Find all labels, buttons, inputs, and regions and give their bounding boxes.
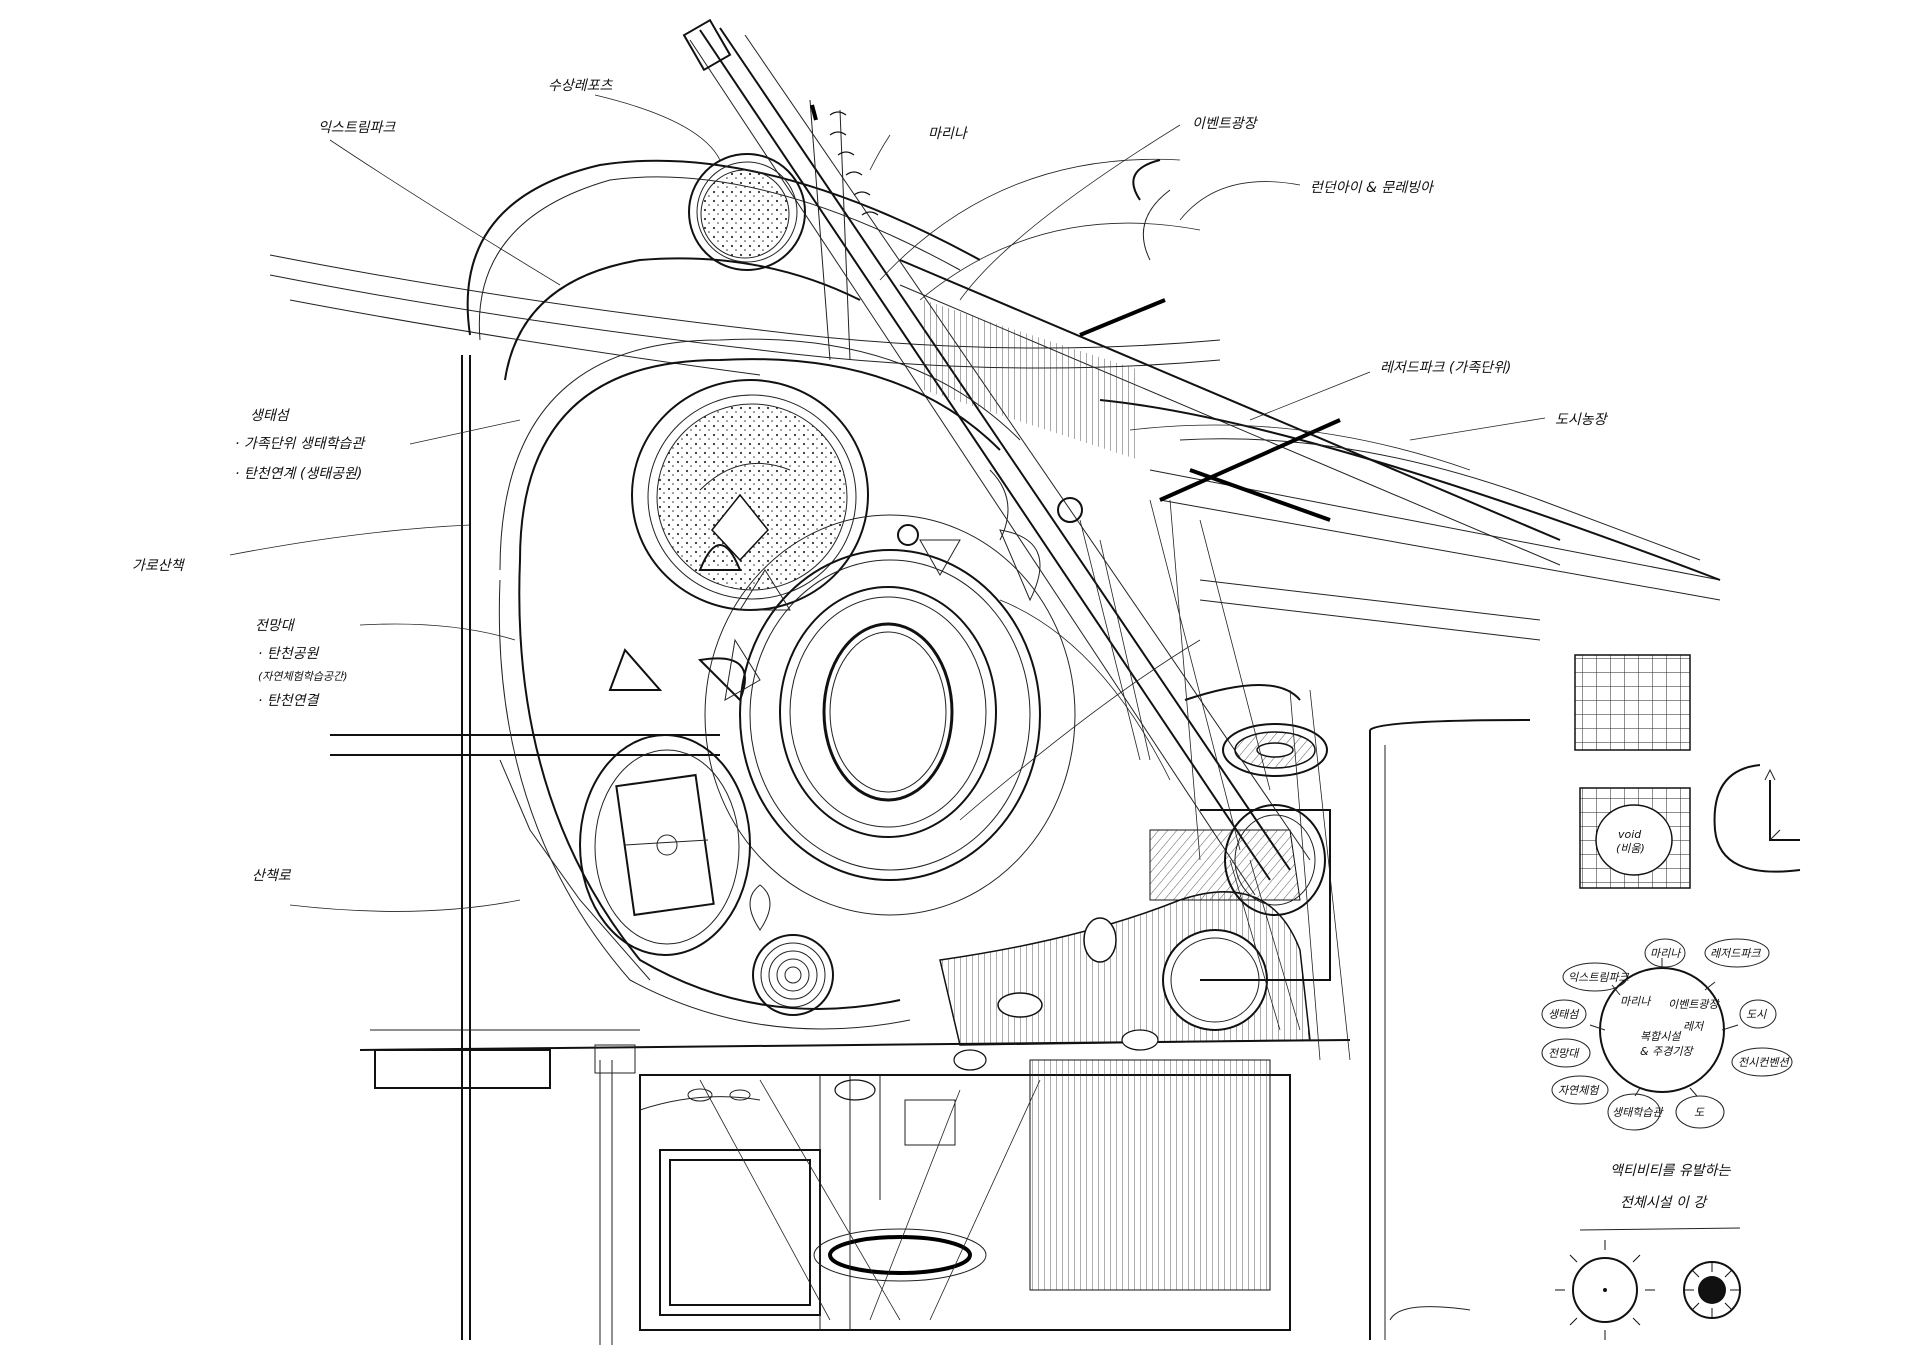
- bubble-inner-2: 이벤트광장: [1668, 998, 1720, 1011]
- bubble-center-1: 복합시설: [1640, 1030, 1682, 1043]
- extreme-park-circle: [688, 153, 806, 271]
- activity-note: 액티비티를 유발하는 전체시설 이 강: [1579, 1163, 1741, 1231]
- ring-path: [498, 338, 1021, 1030]
- void-diagram: void (비움): [1579, 787, 1691, 889]
- bubble-diagram: 복합시설 & 주경기장 마리나 이벤트광장 레저 익스트림파크 마리나 레저드파…: [1541, 938, 1793, 1131]
- bubble-outer-4: 생태섬: [1548, 1008, 1580, 1021]
- grid-diagram: [1574, 654, 1691, 751]
- diagonal-axis: [682, 18, 1311, 896]
- label-outdoor-park: 익스트림파크: [318, 120, 396, 136]
- label-floating-road: 수상레포츠: [548, 78, 614, 94]
- bubble-center-2: & 주경기장: [1640, 1045, 1694, 1058]
- site-boundary: [359, 355, 1531, 1345]
- label-eco-learning: · 가족단위 생태학습관: [235, 436, 366, 452]
- spiral-pavilion: [752, 934, 834, 1016]
- void-sub: (비움): [1616, 842, 1645, 855]
- bubble-outer-2: 마리나: [1650, 947, 1682, 960]
- sketch-strokes: [699, 158, 1471, 1321]
- label-observatory: 전망대: [255, 618, 296, 634]
- bubble-outer-10: 도: [1694, 1106, 1705, 1119]
- bubble-outer-3: 레저드파크: [1710, 947, 1761, 960]
- bubble-outer-9: 생태학습관: [1612, 1106, 1664, 1119]
- label-eco-island: 생태섬: [250, 408, 291, 424]
- label-event-plaza: 이벤트광장: [1192, 116, 1259, 132]
- bubble-outer-8: 자연체험: [1558, 1084, 1600, 1097]
- label-tancheon-park-sub: (자연체험학습공간): [258, 670, 348, 683]
- east-stadium-upper: [1184, 684, 1328, 777]
- axis-diagram: [1713, 764, 1801, 873]
- activity-note-line2: 전체시설 이 강: [1620, 1195, 1708, 1211]
- island-triangles: [608, 469, 1083, 931]
- bubble-inner-1: 마리나: [1620, 995, 1652, 1008]
- label-tancheon-link: · 탄천연결: [258, 693, 321, 709]
- void-label: void: [1618, 828, 1642, 841]
- main-stadium: [704, 514, 1076, 916]
- bubble-inner-3: 레저: [1683, 1020, 1705, 1033]
- label-ga-path: 가로산책: [132, 558, 186, 574]
- leader-lines: [229, 94, 1546, 912]
- radiating-circle-diagram: [1555, 1240, 1741, 1340]
- label-leisure-park: 레저드파크 (가족단위): [1380, 360, 1511, 376]
- football-field: [579, 734, 751, 956]
- south-building: [639, 1059, 1291, 1331]
- label-eco-link: · 탄천연계 (생태공원): [235, 466, 362, 482]
- label-marina: 마리나: [928, 126, 969, 142]
- bubble-outer-5: 도시: [1746, 1008, 1767, 1021]
- east-strips: [899, 159, 1721, 641]
- baseball-stadium: [631, 379, 869, 611]
- bubble-outer-7: 전시컨벤션: [1738, 1056, 1790, 1069]
- bubble-outer-1: 익스트림파크: [1568, 971, 1630, 984]
- label-london-eye: 런던아이 & 문레빙아: [1310, 180, 1435, 196]
- label-urban-farm: 도시농장: [1555, 412, 1609, 428]
- label-walkway: 산책로: [252, 868, 292, 884]
- label-tancheon-park: · 탄천공원: [258, 646, 320, 662]
- labels: 익스트림파크 수상레포츠 마리나 이벤트광장 런던아이 & 문레빙아 레저드파크…: [132, 78, 1609, 884]
- activity-note-line1: 액티비티를 유발하는: [1610, 1163, 1731, 1179]
- bubble-outer-6: 전망대: [1548, 1047, 1580, 1060]
